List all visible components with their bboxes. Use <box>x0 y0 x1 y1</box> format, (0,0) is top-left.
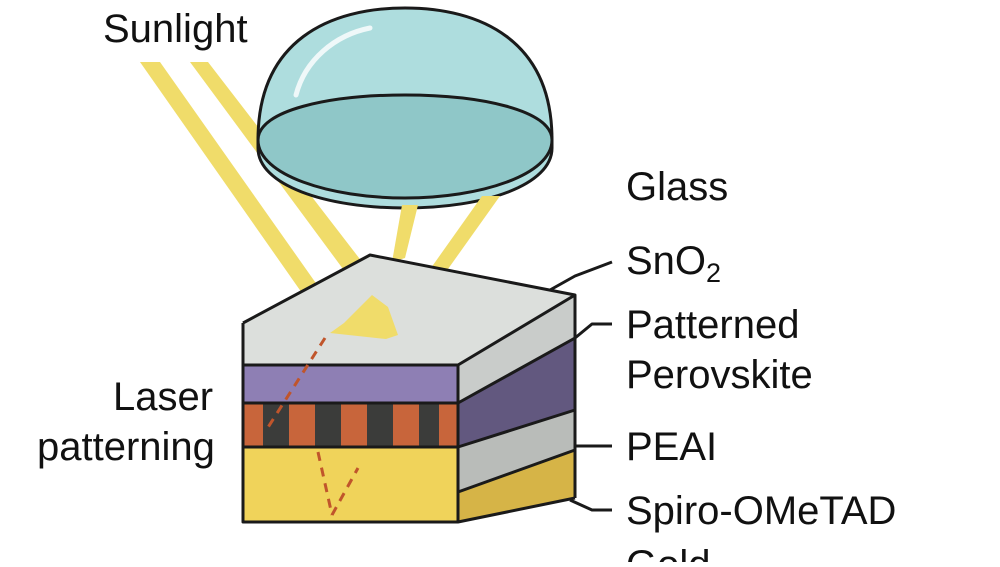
leader-lines <box>549 260 613 512</box>
outline-side-3 <box>457 448 576 494</box>
label-perovskite: Perovskite <box>626 353 813 397</box>
label-sno2: SnO2 <box>626 239 721 288</box>
leader-spiro <box>569 498 612 512</box>
stripe-orange <box>439 403 458 447</box>
label-peai: PEAI <box>626 425 717 469</box>
lens-highlight <box>293 25 373 98</box>
stripe-orange <box>243 403 263 447</box>
laser-path <box>263 337 360 516</box>
glass-dome-lens <box>256 6 554 210</box>
surface-reflection <box>330 295 398 339</box>
perovskite-layer-front <box>243 365 458 403</box>
lens-rim <box>256 93 554 200</box>
patterned-stripes <box>243 403 458 447</box>
stripe-dark <box>263 403 289 447</box>
label-patterning: patterning <box>37 425 215 469</box>
stripe-orange <box>393 403 419 447</box>
label-sno2-subscript: 2 <box>706 258 721 288</box>
stripe-dark <box>419 403 439 447</box>
stripe-dark <box>367 403 393 447</box>
sunlight-ray-1 <box>140 62 344 333</box>
stripe-orange <box>341 403 367 447</box>
refracted-ray-left <box>392 205 418 262</box>
laser-path-segment-3 <box>330 467 360 516</box>
stripe-orange <box>289 403 315 447</box>
label-sunlight: Sunlight <box>103 7 248 51</box>
cell-stack <box>241 253 577 524</box>
outline-bottom <box>241 323 576 524</box>
peai-side-face <box>458 410 575 492</box>
laser-path-segment-2 <box>316 451 334 516</box>
glass-side-face <box>458 295 575 403</box>
stripe-dark <box>315 403 341 447</box>
label-patterned: Patterned <box>626 303 799 347</box>
leader-sno2 <box>549 260 613 292</box>
laser-path-segment-1 <box>263 337 327 433</box>
leader-patterned <box>574 322 612 340</box>
outline-side-1 <box>457 336 576 405</box>
cell-outlines <box>241 253 577 524</box>
label-glass: Glass <box>626 165 728 209</box>
label-laser: Laser <box>113 375 213 419</box>
label-spiro: Spiro-OMeTAD <box>626 489 896 533</box>
outline-side-2 <box>457 408 576 449</box>
perovskite-side-face <box>458 338 575 447</box>
label-sno2-main: SnO <box>626 239 706 283</box>
label-gold: Gold <box>626 543 711 562</box>
